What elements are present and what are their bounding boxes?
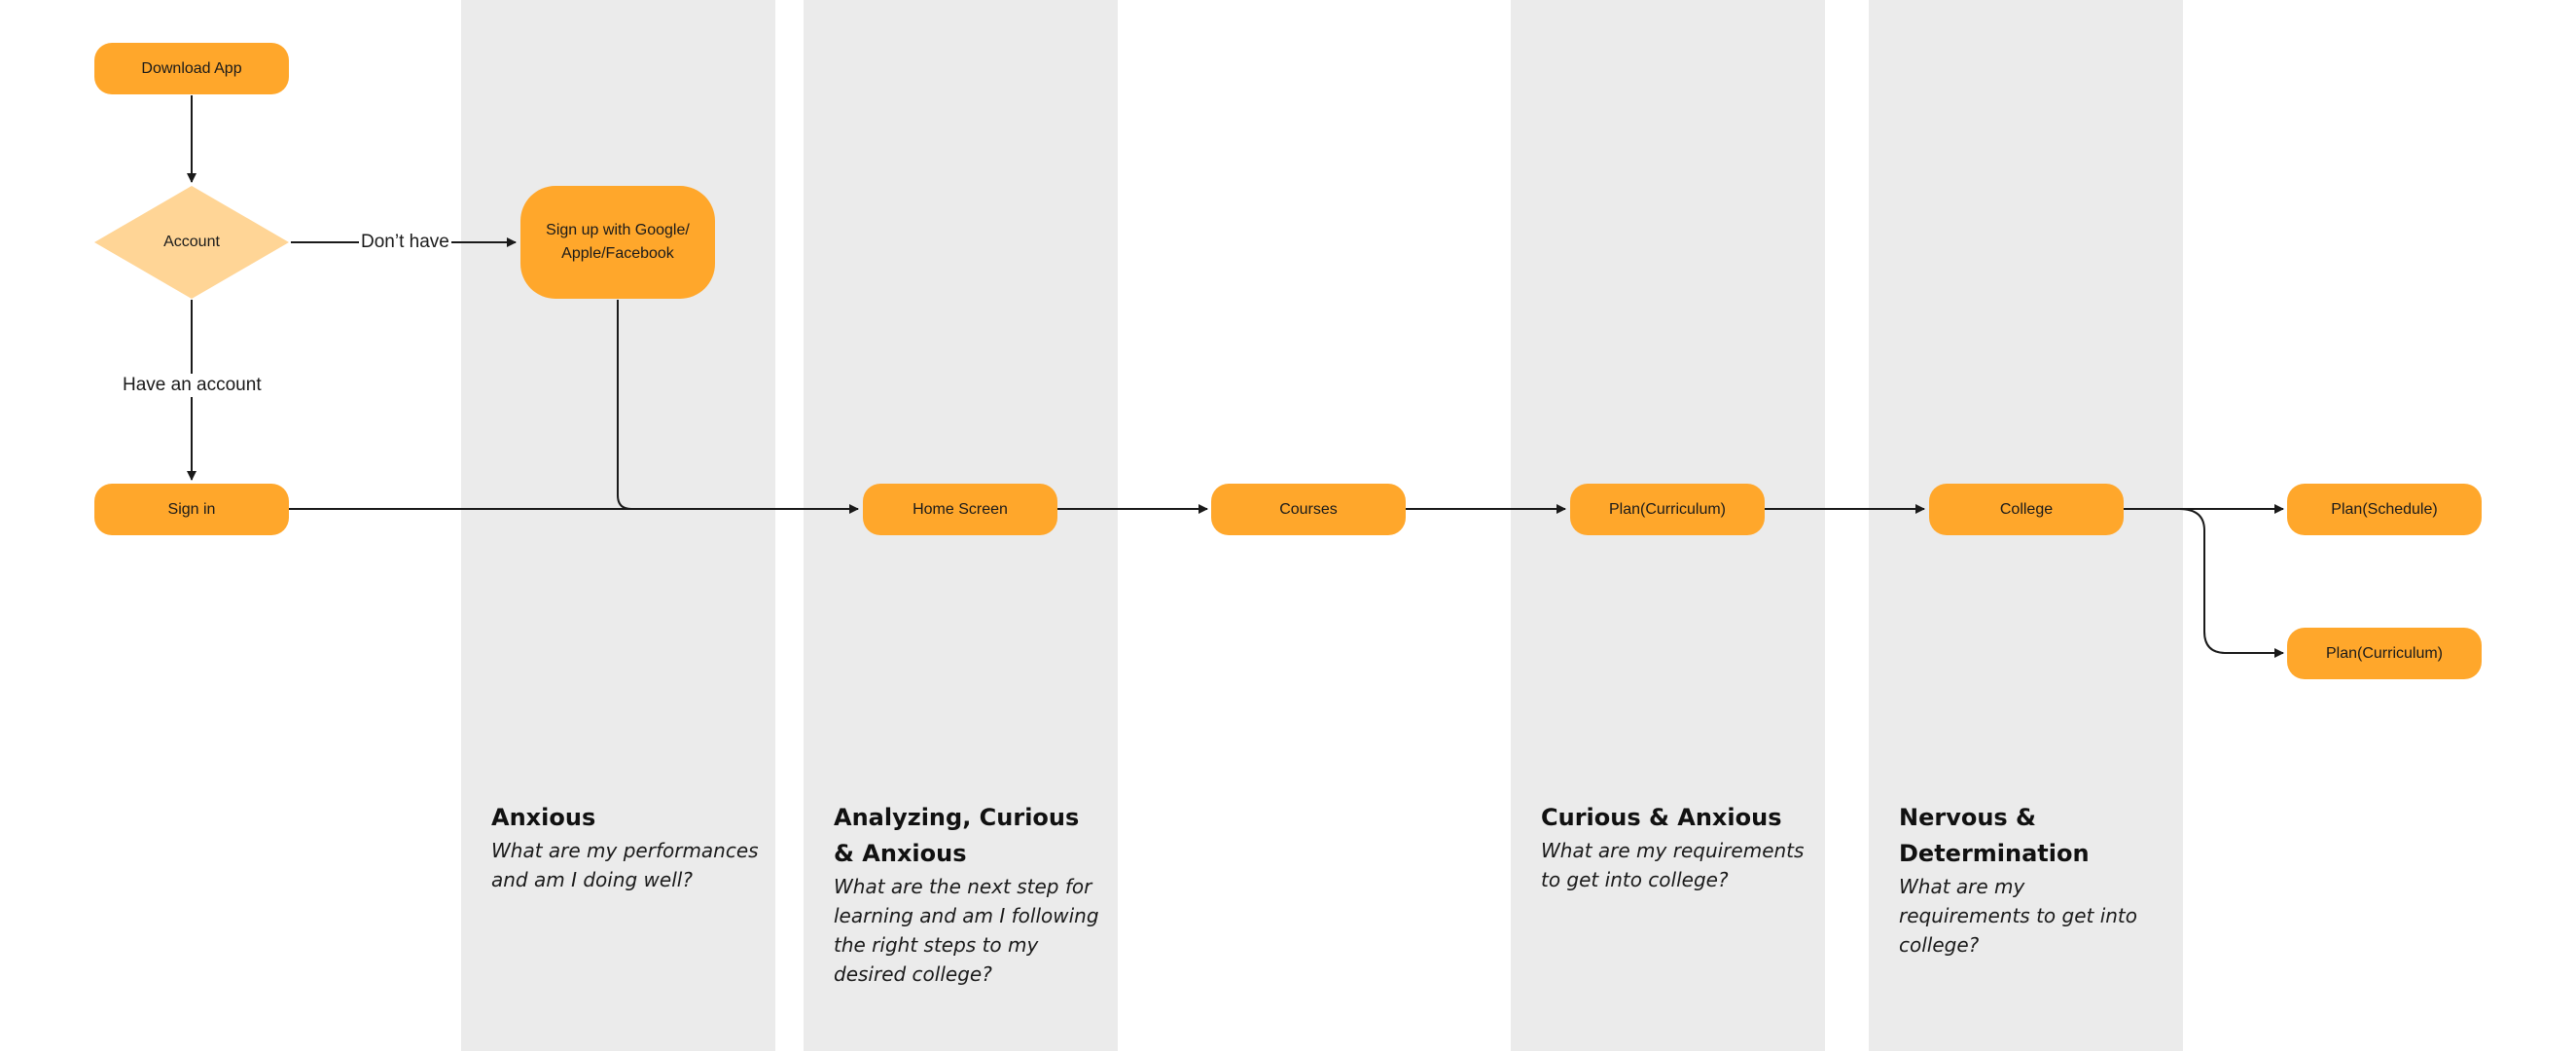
lane-3-question: What are my requirements to get into col… bbox=[1541, 839, 1805, 891]
college-label: College bbox=[1999, 500, 2054, 518]
plan-schedule-label: Plan(Schedule) bbox=[2331, 500, 2438, 518]
signup-node[interactable]: Sign up with Google/ Apple/Facebook bbox=[520, 186, 715, 299]
lane-4-title: Nervous & Determination bbox=[1899, 804, 2090, 867]
account-decision-node[interactable]: Account bbox=[94, 186, 289, 299]
signup-label: Sign up with Google/ Apple/Facebook bbox=[546, 222, 690, 262]
courses-node[interactable]: Courses bbox=[1211, 484, 1406, 535]
plan-curriculum-node[interactable]: Plan(Curriculum) bbox=[1570, 484, 1765, 535]
lane-2-title: Analyzing, Curious & Anxious bbox=[834, 804, 1080, 867]
home-screen-node[interactable]: Home Screen bbox=[863, 484, 1057, 535]
dont-have-edge-label: Don’t have bbox=[359, 231, 451, 254]
plan-schedule-node[interactable]: Plan(Schedule) bbox=[2287, 484, 2482, 535]
lane-4-question: What are my requirements to get into col… bbox=[1899, 875, 2138, 957]
plan-curriculum-2-label: Plan(Curriculum) bbox=[2325, 644, 2444, 662]
lane-1-text: Anxious What are my performances and am … bbox=[491, 800, 759, 894]
lane-4-text: Nervous & Determination What are my requ… bbox=[1899, 800, 2152, 960]
courses-label: Courses bbox=[1279, 500, 1338, 518]
lane-2-text: Analyzing, Curious & Anxious What are th… bbox=[834, 800, 1101, 989]
lane-1-question: What are my performances and am I doing … bbox=[491, 839, 759, 891]
have-account-edge-label: Have an account bbox=[121, 374, 264, 397]
download-app-label: Download App bbox=[141, 59, 242, 77]
college-node[interactable]: College bbox=[1929, 484, 2124, 535]
sign-in-label: Sign in bbox=[167, 500, 216, 518]
lane-1-title: Anxious bbox=[491, 804, 596, 831]
plan-curriculum-label: Plan(Curriculum) bbox=[1608, 500, 1727, 518]
download-app-node[interactable]: Download App bbox=[94, 43, 289, 94]
lane-3-title: Curious & Anxious bbox=[1541, 804, 1782, 831]
plan-curriculum-2-node[interactable]: Plan(Curriculum) bbox=[2287, 628, 2482, 679]
account-decision-diamond bbox=[94, 186, 289, 299]
account-label: Account bbox=[163, 234, 220, 250]
edge-signup-to-home bbox=[617, 300, 632, 510]
sign-in-node[interactable]: Sign in bbox=[94, 484, 289, 535]
edge-college-to-plan-curriculum-2 bbox=[2178, 508, 2284, 658]
lane-2-question: What are the next step for learning and … bbox=[834, 875, 1099, 986]
home-screen-label: Home Screen bbox=[912, 500, 1008, 518]
lane-3-text: Curious & Anxious What are my requiremen… bbox=[1541, 800, 1808, 894]
lane-band-1 bbox=[461, 0, 775, 1051]
